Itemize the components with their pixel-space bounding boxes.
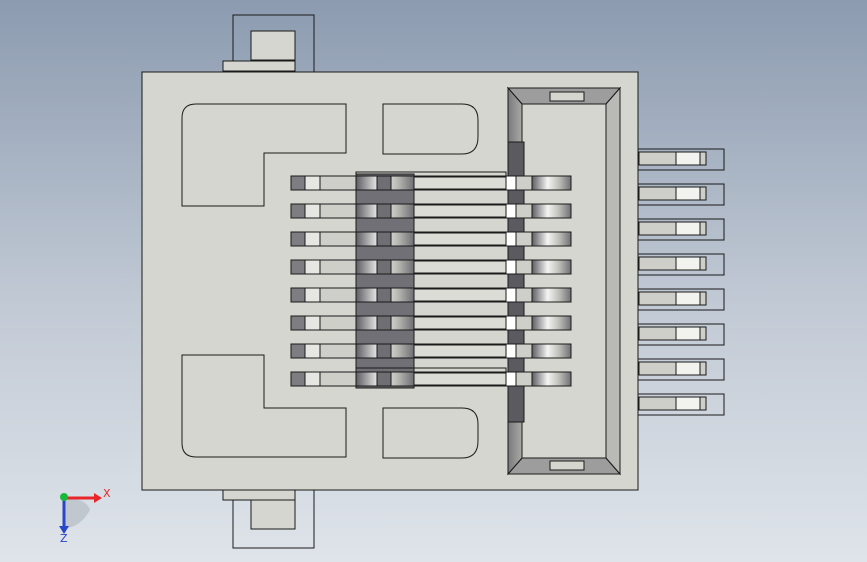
cutout-top-left	[181, 103, 347, 207]
z-axis-arrowhead	[59, 526, 69, 534]
contact-pins	[290, 171, 572, 387]
x-axis-label: X	[103, 487, 111, 500]
z-axis-label: Z	[60, 532, 68, 545]
solder-leads	[636, 148, 725, 416]
coordinate-triad: X Z	[59, 487, 111, 545]
solder-lead	[636, 253, 725, 276]
solder-lead	[636, 183, 725, 206]
top-mounting-tab	[222, 14, 315, 73]
pocket-top	[382, 103, 479, 155]
contact-pin	[290, 259, 572, 275]
contact-pin	[290, 287, 572, 303]
contact-pin	[290, 371, 572, 387]
contact-pin	[290, 343, 572, 359]
contact-pin	[290, 231, 572, 247]
solder-lead	[636, 358, 725, 381]
cutout-bottom-left	[181, 354, 347, 458]
contact-pin	[290, 203, 572, 219]
solder-lead	[636, 148, 725, 171]
pocket-bottom	[382, 407, 479, 459]
solder-lead	[636, 323, 725, 346]
receptacle-frame	[506, 86, 622, 476]
solder-lead	[636, 288, 725, 311]
x-axis-arrowhead	[94, 493, 102, 503]
solder-lead	[636, 393, 725, 416]
triad-origin-shadow	[64, 498, 90, 528]
contact-pin	[290, 175, 572, 191]
contact-pin	[290, 315, 572, 331]
y-axis-dot	[60, 493, 68, 501]
